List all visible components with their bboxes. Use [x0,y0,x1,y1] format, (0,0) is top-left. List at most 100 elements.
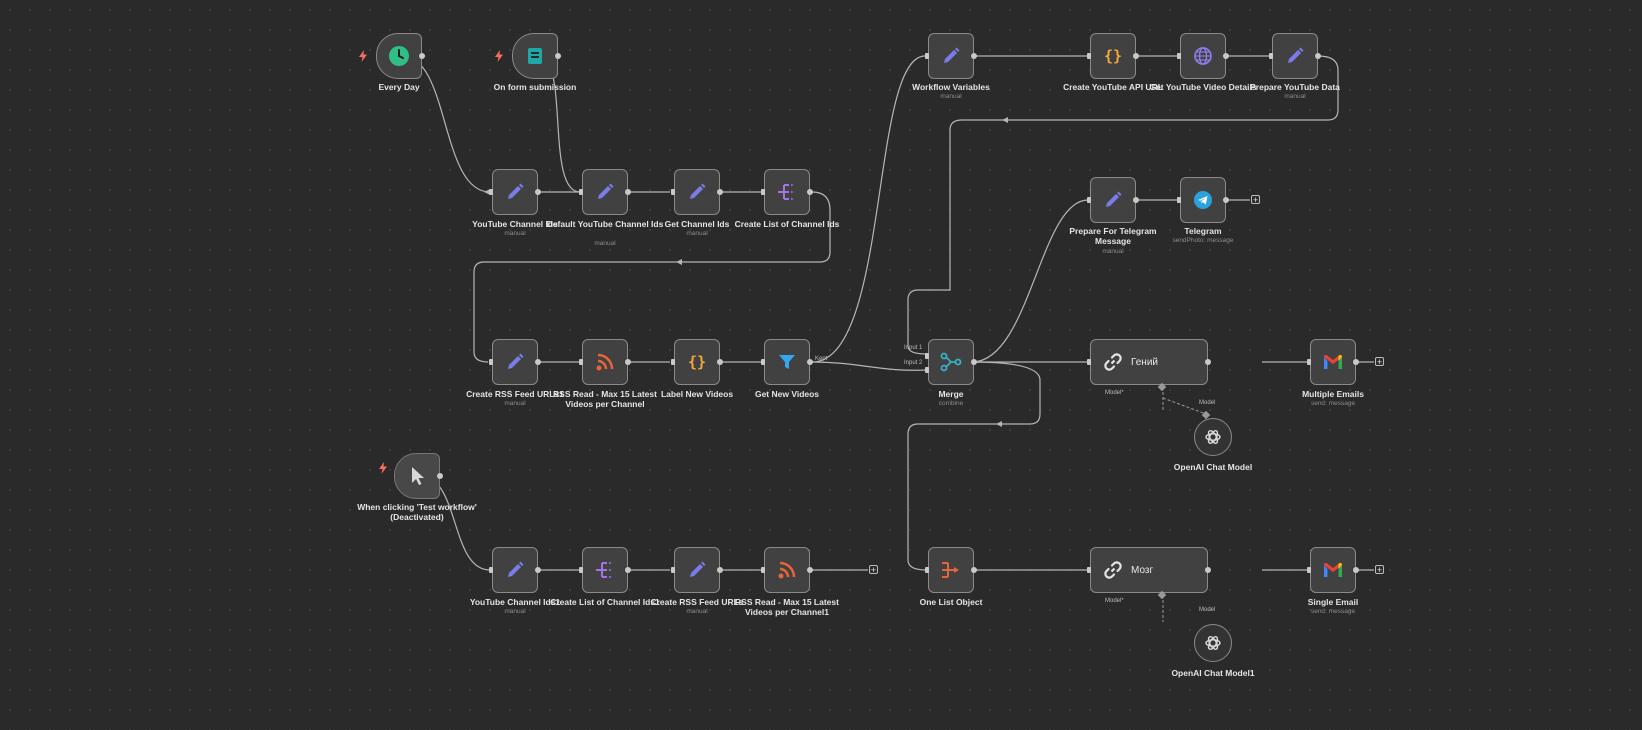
output-port[interactable] [625,359,631,365]
input-port[interactable] [489,189,493,195]
input-port-1[interactable] [925,353,929,359]
workflow-variables-node[interactable] [925,33,977,79]
input-port[interactable] [671,567,675,573]
output-port[interactable] [717,359,723,365]
prepare-telegram-message-node[interactable] [1087,177,1139,223]
openai-chat-model-node[interactable] [1194,418,1232,456]
genius-chain-node[interactable]: Гений [1087,339,1211,385]
telegram-sub: sendPhoto: message [1172,237,1234,244]
create-youtube-api-url-node[interactable]: {} [1087,33,1139,79]
rss-read-node[interactable] [579,339,631,385]
create-rss-feed-urls-node[interactable] [671,547,723,593]
input-port[interactable] [671,189,675,195]
prepare-telegram-message-label: Prepare For Telegram Message [1069,226,1157,246]
input-port[interactable] [489,567,493,573]
label-new-videos-node[interactable]: {} [671,339,723,385]
output-port[interactable] [807,189,813,195]
youtube-channel-ids-node[interactable] [489,169,541,215]
input-port[interactable] [1307,359,1311,365]
openai-chat-model1-node[interactable] [1194,624,1232,662]
input-port[interactable] [1177,197,1181,203]
every-day-node[interactable] [376,33,425,79]
input-port[interactable] [1177,53,1181,59]
output-port[interactable] [971,567,977,573]
output-port[interactable] [1315,53,1321,59]
get-youtube-video-details-node[interactable] [1177,33,1229,79]
output-port[interactable] [1133,197,1139,203]
output-port[interactable] [535,189,541,195]
input-port[interactable] [489,359,493,365]
one-list-object-node[interactable] [925,547,977,593]
pencil-icon [1106,191,1122,207]
input-port[interactable] [579,359,583,365]
output-port[interactable] [717,567,723,573]
input-port[interactable] [1307,567,1311,573]
add-node-button[interactable]: + [1375,357,1384,367]
multiple-emails-node[interactable] [1307,339,1359,385]
manual-trigger-node[interactable] [394,453,443,499]
input-port[interactable] [761,189,765,195]
add-node-button[interactable]: + [1251,195,1260,205]
create-list-channel-ids-node[interactable] [761,169,813,215]
filter-icon [779,355,795,369]
output-port[interactable] [807,359,813,365]
output-port[interactable] [555,53,561,59]
input-port[interactable] [579,189,583,195]
create-list-channel-ids1-node[interactable] [579,547,631,593]
output-port[interactable] [535,567,541,573]
create-rss-feed-urls1-node[interactable] [489,339,541,385]
output-port[interactable] [419,53,425,59]
output-port[interactable] [1205,359,1211,365]
telegram-node[interactable] [1177,177,1229,223]
output-port[interactable] [437,473,443,479]
single-email-node[interactable] [1307,547,1359,593]
form-submission-node[interactable] [512,33,561,79]
input-port[interactable] [1087,567,1091,573]
youtube-channel-ids1-node[interactable] [489,547,541,593]
create-youtube-api-url-label: Create YouTube API URL [1063,82,1163,92]
input-port[interactable] [925,567,929,573]
output-port[interactable] [717,189,723,195]
brain-chain-node[interactable]: Мозг [1087,547,1211,593]
default-youtube-channel-ids-node[interactable] [579,169,631,215]
output-port[interactable] [971,359,977,365]
add-node-button[interactable]: + [869,565,878,575]
get-new-videos-node[interactable] [761,339,813,385]
single-email-sub: send: message [1310,608,1356,615]
merge-node[interactable] [925,339,977,385]
output-port[interactable] [1133,53,1139,59]
output-port[interactable] [971,53,977,59]
youtube-channel-ids1-label: YouTube Channel Ids1 [469,597,561,607]
input-port[interactable] [761,567,765,573]
output-port[interactable] [1223,53,1229,59]
rss-read1-node[interactable] [761,547,813,593]
input-port[interactable] [579,567,583,573]
merge-icon [940,352,962,372]
output-port[interactable] [625,567,631,573]
input-port[interactable] [1269,53,1273,59]
output-port[interactable] [1353,567,1359,573]
openai-chat-model1-label: OpenAI Chat Model1 [1171,668,1255,678]
merge-label: Merge [938,389,964,399]
single-email-label: Single Email [1307,597,1359,607]
prepare-youtube-data-node[interactable] [1269,33,1321,79]
get-channel-ids-node[interactable] [671,169,723,215]
input-port[interactable] [1087,359,1091,365]
add-node-button[interactable]: + [1375,565,1384,575]
input-port[interactable] [761,359,765,365]
input-port-2[interactable] [925,367,929,373]
output-port[interactable] [1223,197,1229,203]
output-port[interactable] [1353,359,1359,365]
youtube-channel-ids-label: YouTube Channel Ids [472,219,558,229]
output-port[interactable] [1205,567,1211,573]
multiple-emails-label: Multiple Emails [1302,389,1364,399]
output-port[interactable] [807,567,813,573]
input-port[interactable] [1087,197,1091,203]
output-port[interactable] [535,359,541,365]
input-port[interactable] [1087,53,1091,59]
input-port[interactable] [671,359,675,365]
output-port[interactable] [625,189,631,195]
workflow-variables-label: Workflow Variables [912,82,990,92]
rss-read-label: RSS Read - Max 15 Latest Videos per Chan… [553,389,657,409]
input-port[interactable] [925,53,929,59]
